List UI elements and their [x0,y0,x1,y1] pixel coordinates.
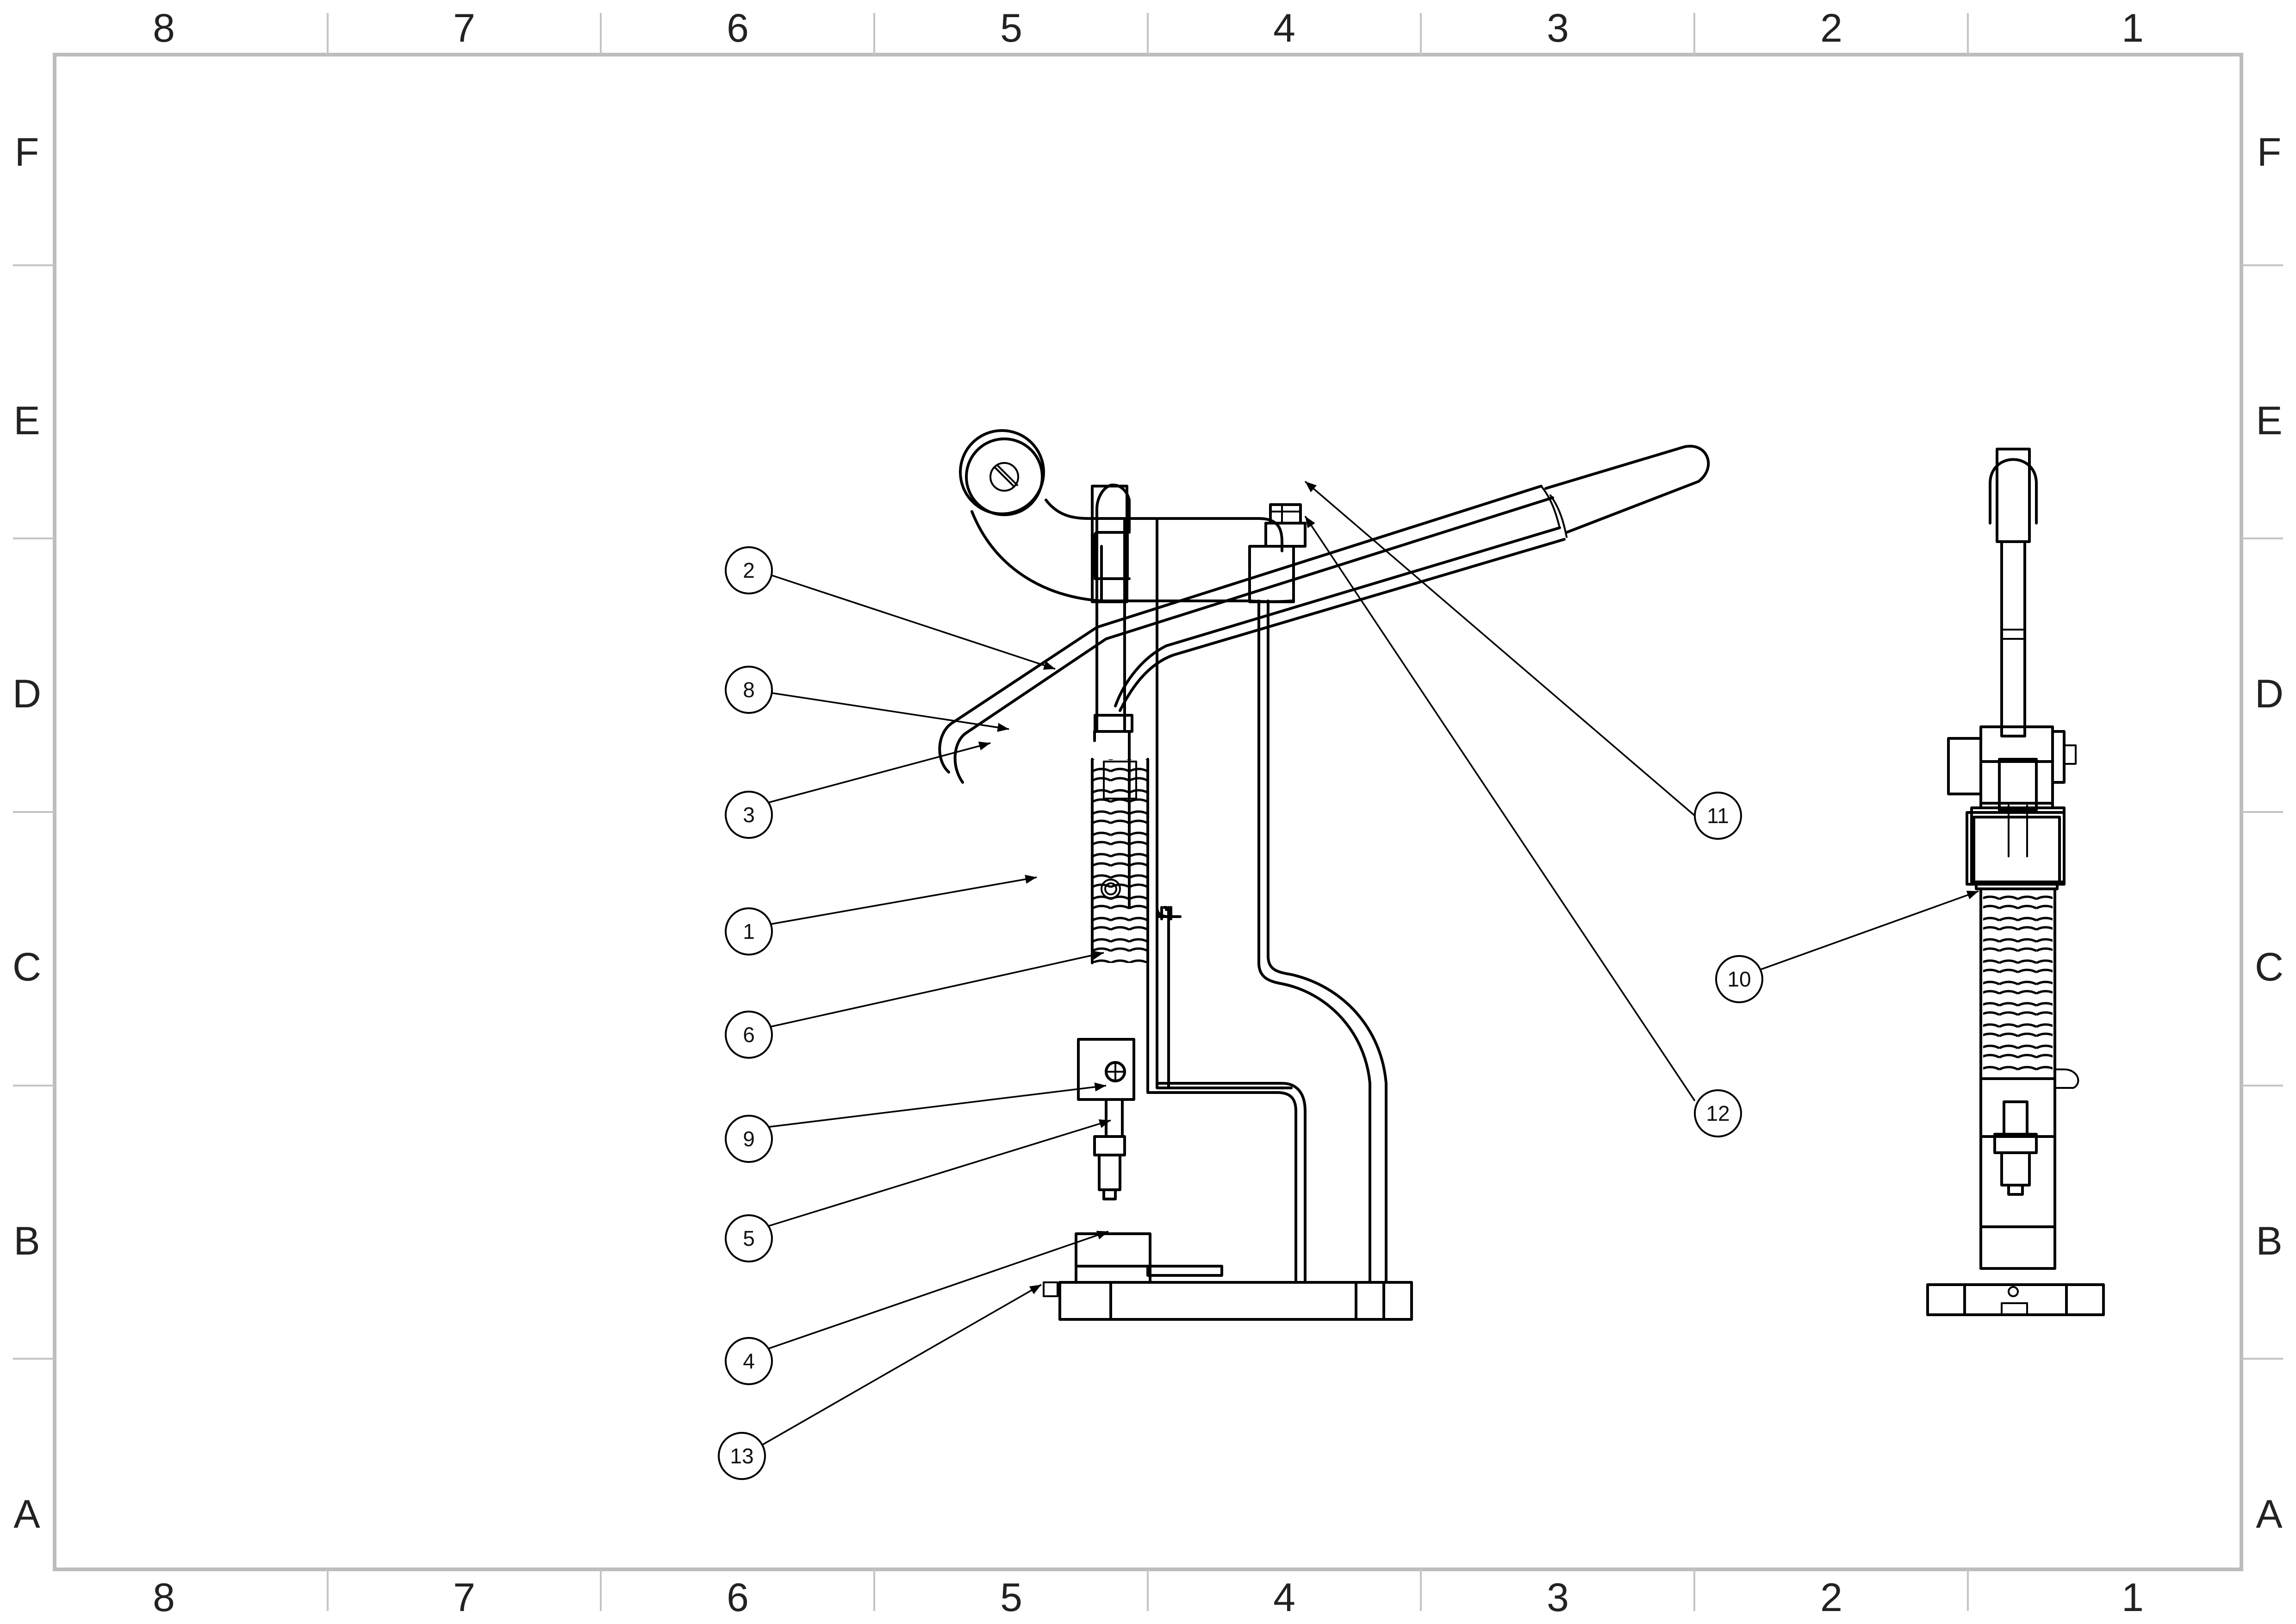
row-label: D [12,672,41,716]
column-labels-bottom: 8 7 6 5 4 3 2 1 [153,1575,2144,1620]
side-handle [1989,458,2038,525]
row-label: B [2256,1219,2282,1263]
row-label: F [2257,130,2282,175]
column-label: 3 [1547,1575,1569,1620]
ram-spring [1091,758,1149,964]
column-label: 1 [2122,6,2144,50]
balloon-6: 6 [725,1011,773,1059]
row-label: A [13,1492,40,1537]
column-labels-top: 8 7 6 5 4 3 2 1 [153,6,2144,50]
balloon-9: 9 [725,1115,773,1163]
row-labels-right: F E D C B A [2255,130,2284,1537]
column-label: 4 [1273,1575,1295,1620]
svg-text:12: 12 [1706,1101,1730,1125]
punch-holder [1077,1038,1135,1200]
column-label: 7 [453,1575,475,1620]
svg-text:9: 9 [743,1127,755,1151]
column-label: 8 [153,1575,175,1620]
balloon-5: 5 [725,1214,773,1262]
row-label: C [2255,945,2284,989]
svg-text:5: 5 [743,1226,755,1250]
column-label: 5 [1000,1575,1022,1620]
c-frame [1128,600,1388,1284]
ram-column [1094,714,1133,733]
balloon-10: 10 [1715,955,1763,1003]
column-label: 3 [1547,6,1569,50]
column-label: 8 [153,6,175,50]
row-label: C [12,945,41,989]
svg-text:3: 3 [743,803,755,827]
column-label: 4 [1273,6,1295,50]
base-plate [1043,1232,1413,1321]
row-label: F [15,130,39,175]
column-label: 2 [1820,6,1842,50]
row-label: D [2255,672,2284,716]
row-label: E [13,399,40,443]
row-label: E [2256,399,2282,443]
side-view [1926,448,2105,1316]
column-label: 1 [2122,1575,2144,1620]
head-body [971,483,1293,742]
balloon-1: 1 [725,907,773,956]
row-labels-left: F E D C B A [12,130,41,1537]
balloon-4: 4 [725,1337,773,1385]
balloon-8: 8 [725,666,773,714]
ram-upper [1091,485,1128,603]
column-label: 2 [1820,1575,1842,1620]
svg-text:2: 2 [743,558,755,582]
svg-text:6: 6 [743,1023,755,1047]
column-label: 5 [1000,6,1022,50]
svg-text:4: 4 [743,1349,755,1373]
column-label: 6 [727,1575,749,1620]
pivot-assembly [959,429,1045,516]
zone-ticks [13,13,2283,1611]
adjustment-block [1248,503,1307,603]
balloon-3: 3 [725,791,773,839]
row-label: A [2256,1492,2283,1537]
svg-text:11: 11 [1707,804,1729,828]
column-label: 6 [727,6,749,50]
balloon-11: 11 [1694,792,1742,840]
balloon-callouts: 2 8 3 1 6 9 5 4 [718,546,1763,1480]
svg-text:10: 10 [1727,967,1751,991]
front-view [938,429,1710,1321]
balloon-13: 13 [718,1432,766,1480]
balloon-2: 2 [725,546,773,594]
leader-lines [759,481,1979,1448]
svg-text:13: 13 [730,1444,753,1468]
svg-text:8: 8 [743,678,755,702]
row-label: B [13,1219,40,1263]
balloon-12: 12 [1694,1089,1742,1137]
svg-text:1: 1 [743,919,755,943]
column-label: 7 [453,6,475,50]
